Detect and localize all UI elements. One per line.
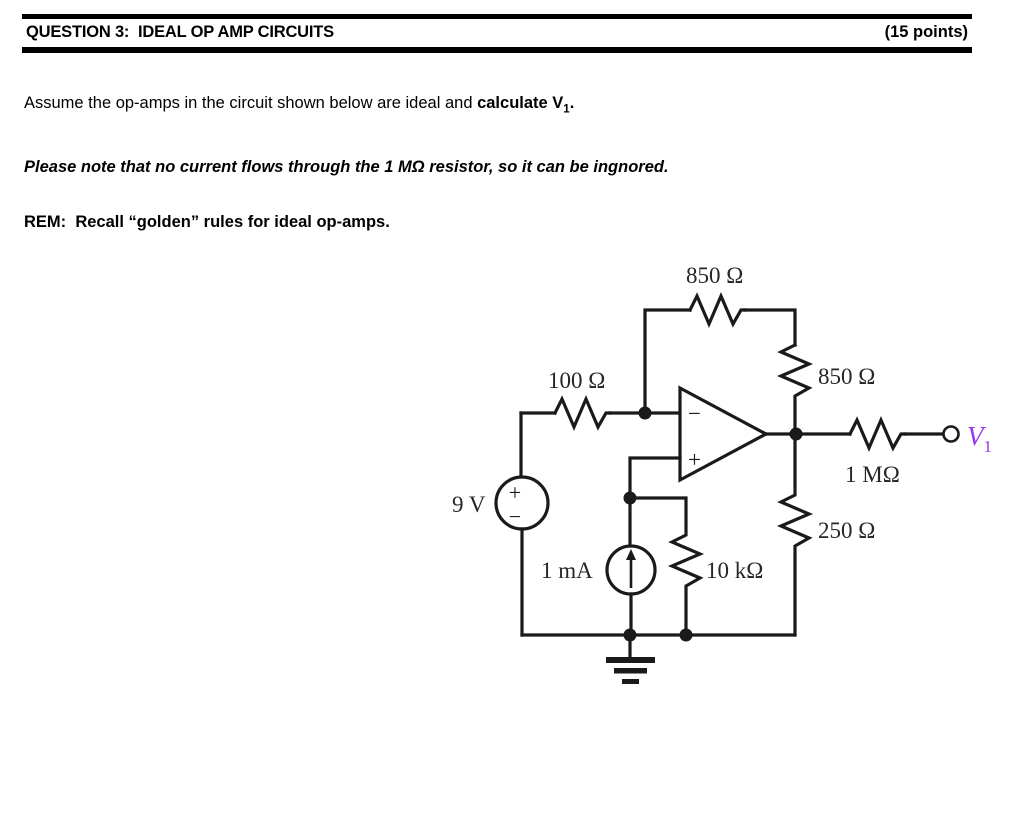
node-ground-right — [679, 628, 693, 642]
label-current-source-1ma: 1 mA — [541, 558, 593, 583]
instruction-note: Please note that no current flows throug… — [24, 158, 669, 176]
voltage-source-plus-sign: + — [509, 480, 521, 505]
label-output-voltage: V1 — [967, 421, 992, 456]
node-ground-left — [623, 628, 637, 642]
op-amp-inverting-pin-label: − — [688, 401, 701, 426]
voltage-source-9v — [494, 411, 550, 637]
label-output-resistor-1meg: 1 MΩ — [845, 462, 900, 487]
label-feedback-resistor-850: 850 Ω — [686, 263, 743, 288]
instruction-assume-suffix: . — [569, 94, 575, 112]
output-terminal — [942, 425, 960, 443]
label-divider-resistor-250: 250 Ω — [818, 518, 875, 543]
instruction-assume-prefix: Assume the op-amps in the circuit shown … — [24, 94, 478, 112]
header-rule-bottom — [22, 47, 972, 53]
node-op-amp-output — [789, 427, 803, 441]
label-voltage-source-9v: 9 V — [452, 492, 486, 517]
instruction-assume-bold: calculate V — [477, 94, 564, 112]
question-header: QUESTION 3: IDEAL OP AMP CIRCUITS (15 po… — [22, 14, 972, 53]
label-output-voltage-subscript: 1 — [984, 437, 993, 456]
output-resistor-1meg-branch — [847, 415, 960, 453]
label-input-resistor-100: 100 Ω — [548, 368, 605, 393]
label-divider-resistor-850: 850 Ω — [818, 364, 875, 389]
divider-resistor-250-branch — [776, 432, 814, 637]
label-load-resistor-10k: 10 kΩ — [706, 558, 763, 583]
header-rule-top — [22, 14, 972, 19]
current-source-arrow-icon — [626, 549, 636, 560]
load-resistor-10k-branch — [628, 496, 705, 637]
instruction-assume-subscript: 1 — [563, 103, 570, 116]
instruction-rem: REM: Recall “golden” rules for ideal op-… — [24, 213, 390, 231]
header-row: QUESTION 3: IDEAL OP AMP CIRCUITS (15 po… — [22, 19, 972, 47]
label-output-voltage-main: V — [967, 421, 987, 451]
input-resistor-100-branch — [519, 394, 682, 432]
current-source-1ma — [605, 496, 657, 637]
voltage-source-minus-sign: − — [509, 504, 521, 529]
node-noninverting-input — [623, 491, 637, 505]
ground-icon — [606, 633, 655, 684]
page-title: QUESTION 3: IDEAL OP AMP CIRCUITS — [26, 23, 334, 41]
op-amp — [678, 385, 770, 483]
noninverting-input-wire — [628, 456, 682, 500]
divider-resistor-850-branch — [776, 342, 814, 436]
feedback-resistor-850-branch — [643, 291, 797, 415]
points-badge: (15 points) — [884, 23, 968, 41]
instruction-assume: Assume the op-amps in the circuit shown … — [24, 93, 574, 117]
op-amp-noninverting-pin-label: + — [688, 447, 701, 472]
node-inverting-input — [638, 406, 652, 420]
